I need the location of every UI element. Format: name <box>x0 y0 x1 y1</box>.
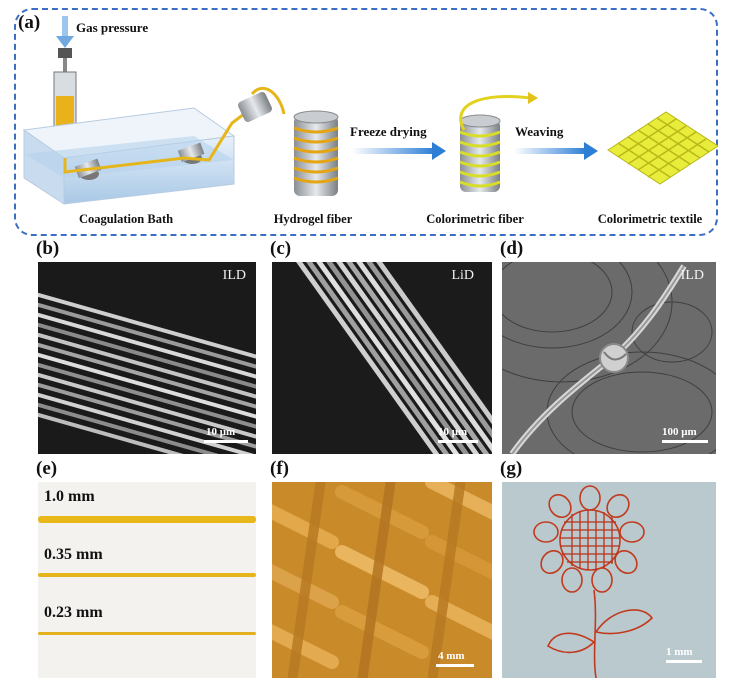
sem-tag-d: ILD <box>680 268 704 283</box>
weaving-label: Weaving <box>515 124 564 139</box>
scale-label-b: 10 μm <box>206 426 236 438</box>
panel-d-letter: (d) <box>500 238 524 259</box>
caption-colorimetric-fiber: Colorimetric fiber <box>426 212 524 226</box>
photo-woven-textile: 4 mm <box>272 482 492 678</box>
fiber-thin <box>38 632 256 635</box>
scale-label-c: 10 μm <box>438 426 468 438</box>
scale-label-f: 4 mm <box>438 650 465 662</box>
sem-tag-b: ILD <box>222 268 246 283</box>
woven-textile-drawing <box>272 482 492 678</box>
gas-pressure-label: Gas pressure <box>76 20 149 35</box>
sem-image-lid-fiber: LiD 10 μm <box>272 262 492 454</box>
caption-coagulation-bath: Coagulation Bath <box>78 212 174 226</box>
scale-label-g: 1 mm <box>666 646 693 658</box>
sem-lid-fiber-drawing <box>296 262 492 454</box>
fabrication-schematic <box>22 16 718 205</box>
diameter-label-3: 0.23 mm <box>44 604 103 621</box>
panel-g-letter: (g) <box>500 458 523 479</box>
hydrogel-spool-icon <box>293 110 339 196</box>
flower-embroidery-drawing <box>533 485 654 678</box>
scale-bar-f <box>436 664 474 667</box>
photo-embroidered-flower: 1 mm <box>502 482 716 678</box>
down-arrow-icon <box>56 16 74 48</box>
guide-roller-icon <box>238 86 286 122</box>
sem-image-ild-knot: ILD 100 μm <box>502 262 716 454</box>
scale-bar-b <box>204 440 248 443</box>
sem-image-ild-fiber: ILD 10 μm <box>38 262 256 454</box>
diameter-label-2: 0.35 mm <box>44 546 103 563</box>
scale-label-d: 100 μm <box>662 426 697 438</box>
fiber-thick <box>38 516 256 523</box>
caption-hydrogel-fiber: Hydrogel fiber <box>273 212 353 226</box>
panel-b-letter: (b) <box>36 238 60 259</box>
colorimetric-textile-icon <box>607 111 718 185</box>
freeze-drying-arrow-icon <box>352 142 446 160</box>
fiber-medium <box>38 573 256 577</box>
panel-c-letter: (c) <box>270 238 292 259</box>
sem-knot-drawing <box>502 262 716 454</box>
panel-a-letter: (a) <box>18 12 41 33</box>
panel-e-letter: (e) <box>36 458 58 479</box>
scale-bar-d <box>662 440 708 443</box>
scale-bar-c <box>438 440 478 443</box>
sem-tag-c: LiD <box>451 268 474 283</box>
panel-f-letter: (f) <box>270 458 289 479</box>
photo-fiber-diameters: 1.0 mm 0.35 mm 0.23 mm <box>38 482 256 678</box>
schematic-frame <box>14 8 718 236</box>
weaving-arrow-icon <box>514 142 598 160</box>
diameter-label-1: 1.0 mm <box>44 488 95 505</box>
sem-fiber-bundle-drawing <box>38 292 256 454</box>
scale-bar-g <box>666 660 702 663</box>
caption-colorimetric-textile: Colorimetric textile <box>597 212 703 226</box>
freeze-drying-label: Freeze drying <box>350 124 427 139</box>
coagulation-bath-icon <box>22 106 253 205</box>
colorimetric-spool-icon <box>459 92 538 192</box>
